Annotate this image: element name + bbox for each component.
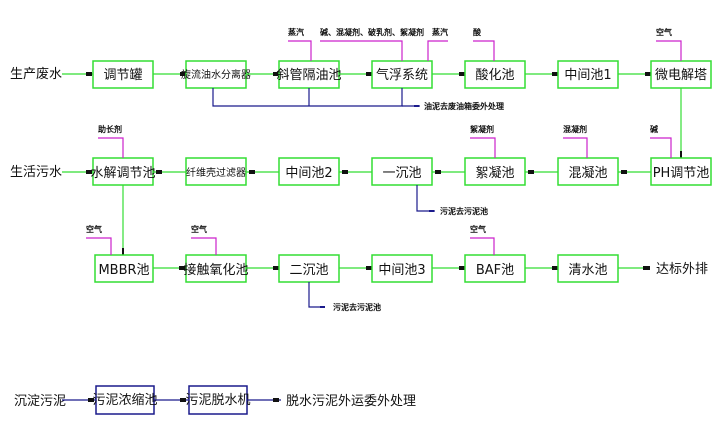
chem-line	[191, 237, 217, 255]
chem-line	[320, 40, 403, 61]
chem-label: 空气	[470, 224, 486, 234]
chem-line	[288, 40, 312, 61]
arrow-marker	[273, 72, 279, 76]
arrow-marker	[86, 170, 92, 174]
arrow-marker	[645, 72, 651, 76]
unit-mbbr[interactable]	[94, 254, 154, 283]
unit-baf[interactable]	[464, 254, 526, 283]
arrow-marker	[180, 398, 186, 402]
chem-line	[427, 40, 448, 61]
arrow-marker	[552, 72, 558, 76]
unit-label: 旋流油水分离器	[181, 68, 251, 81]
unit-label: 污泥浓缩池	[92, 392, 157, 408]
oil-sludge-line	[212, 88, 403, 107]
unit-zhongjian3[interactable]	[371, 254, 433, 283]
unit-qingshui[interactable]	[557, 254, 619, 283]
unit-label: 中间池1	[564, 68, 611, 83]
input-production-wastewater: 生产废水	[10, 66, 62, 82]
unit-xuning[interactable]	[464, 157, 526, 186]
arrow-marker	[459, 266, 465, 270]
input-settled-sludge: 沉淀污泥	[14, 394, 66, 409]
unit-label: MBBR池	[98, 263, 149, 278]
arrow-marker	[88, 398, 94, 402]
chem-line	[470, 137, 496, 158]
unit-ph[interactable]	[650, 157, 712, 186]
arrow-marker	[249, 170, 255, 174]
unit-label: 接触氧化池	[183, 262, 248, 278]
arrow-marker	[180, 72, 186, 76]
chem-line	[86, 237, 112, 255]
chem-label: 蒸汽	[432, 27, 448, 37]
arrow-marker	[122, 248, 124, 255]
note-sludge-2: 污泥去污泥池	[333, 302, 381, 312]
arrow-marker	[435, 170, 441, 174]
chem-label: 空气	[191, 224, 207, 234]
chem-line	[98, 137, 124, 158]
output-dewatered-sludge: 脱水污泥外运委外处理	[286, 394, 416, 409]
chem-label: 碱、混凝剂、破乳剂、絮凝剂	[320, 27, 424, 37]
chem-label: 蒸汽	[288, 27, 304, 37]
arrow-marker	[366, 72, 372, 76]
sludge-line	[308, 282, 325, 308]
unit-label: 中间池3	[378, 263, 425, 278]
unit-label: 清水池	[568, 263, 607, 278]
chem-line	[470, 237, 495, 255]
arrow-marker	[320, 306, 325, 308]
arrow-marker	[643, 266, 650, 270]
unit-label: 调节罐	[103, 68, 142, 83]
arrow-marker	[156, 170, 162, 174]
unit-label: 一沉池	[382, 166, 421, 181]
arrow-marker	[273, 266, 279, 270]
unit-label: 絮凝池	[475, 165, 514, 181]
sludge-line	[416, 185, 435, 212]
arrow-marker	[414, 105, 419, 107]
chem-line	[563, 137, 588, 158]
arrow-marker	[528, 170, 534, 174]
chem-label: 絮凝剂	[470, 124, 494, 134]
unit-label: 酸化池	[475, 68, 514, 83]
arrow-marker	[552, 266, 558, 270]
unit-yichen[interactable]	[371, 157, 433, 186]
arrow-marker	[429, 210, 434, 212]
unit-label: PH调节池	[653, 166, 710, 181]
chem-label: 酸	[473, 27, 482, 37]
arrow-marker	[680, 151, 682, 158]
input-domestic-sewage: 生活污水	[10, 165, 62, 180]
unit-label: 斜管隔油池	[276, 68, 341, 83]
unit-label: 纤维壳过滤器	[186, 166, 246, 179]
unit-label: 混凝池	[568, 165, 607, 181]
unit-label: 中间池2	[285, 166, 332, 181]
unit-suanhua[interactable]	[464, 60, 526, 89]
unit-label: 污泥脱水机	[185, 393, 250, 408]
arrow-marker	[459, 72, 465, 76]
chem-line	[473, 40, 495, 61]
arrow-marker	[179, 266, 186, 270]
chem-label: 碱	[650, 124, 658, 134]
unit-zhongjian1[interactable]	[557, 60, 619, 89]
arrow-marker	[273, 398, 279, 402]
chem-label: 助长剂	[98, 124, 122, 134]
arrow-marker	[342, 170, 348, 174]
unit-nongsuo[interactable]	[95, 385, 155, 415]
output-discharge: 达标外排	[656, 262, 708, 277]
unit-label: 二沉池	[289, 263, 328, 278]
unit-xianwei[interactable]	[185, 157, 247, 186]
chem-line	[656, 40, 682, 61]
note-oil-sludge: 油泥去废油箱委外处理	[424, 101, 504, 111]
chem-line	[650, 137, 672, 158]
chem-label: 空气	[86, 224, 102, 234]
chem-label: 空气	[656, 27, 672, 37]
arrow-marker	[366, 266, 372, 270]
unit-label: BAF池	[476, 263, 514, 278]
unit-label: 水解调节池	[90, 166, 155, 181]
arrow-marker	[621, 170, 627, 174]
chem-label: 混凝剂	[563, 124, 587, 134]
unit-label: 气浮系统	[376, 67, 428, 83]
note-sludge-1: 污泥去污泥池	[440, 206, 488, 216]
unit-label: 微电解塔	[655, 68, 707, 83]
arrow-marker	[86, 72, 92, 76]
